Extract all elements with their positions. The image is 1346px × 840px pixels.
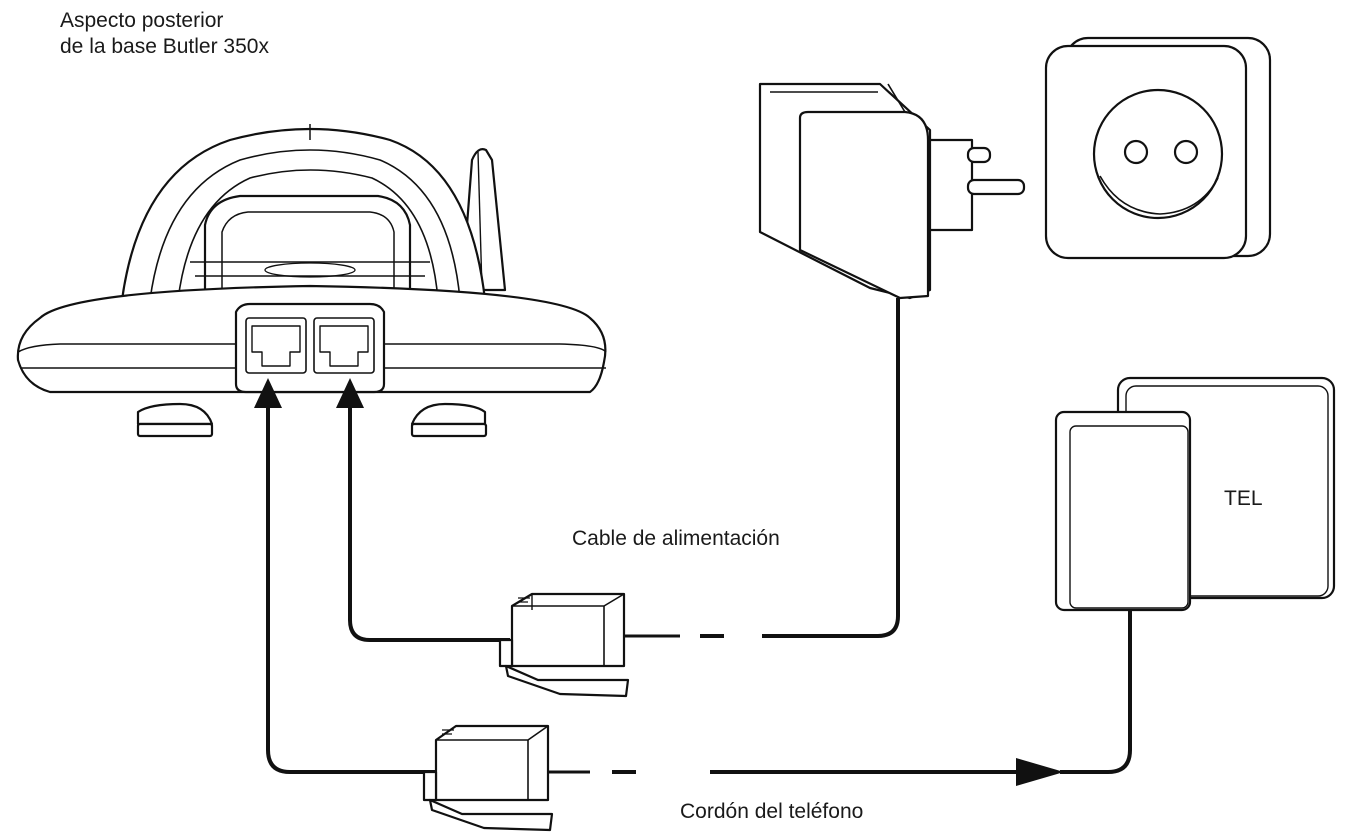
telephone-wall-socket-icon — [1054, 376, 1336, 612]
base-station-icon — [16, 124, 607, 438]
phone-cord — [266, 400, 1132, 774]
diagram-title: Aspecto posterior de la base Butler 350x — [60, 8, 269, 60]
arrow-up-icon — [336, 378, 364, 408]
arrow-up-icon — [254, 378, 282, 408]
tel-socket-label: TEL — [1224, 487, 1263, 510]
title-line-2: de la base Butler 350x — [60, 35, 269, 58]
phone-cord-label: Cordón del teléfono — [680, 800, 864, 823]
arrow-right-icon — [1016, 758, 1064, 786]
rj-plug-icon — [422, 724, 554, 832]
power-cable-label: Cable de alimentación — [572, 527, 780, 550]
power-adapter-icon — [758, 82, 1026, 300]
wall-outlet-icon — [1044, 36, 1272, 260]
rj-plug-icon — [498, 592, 630, 698]
title-line-1: Aspecto posterior — [60, 9, 224, 32]
